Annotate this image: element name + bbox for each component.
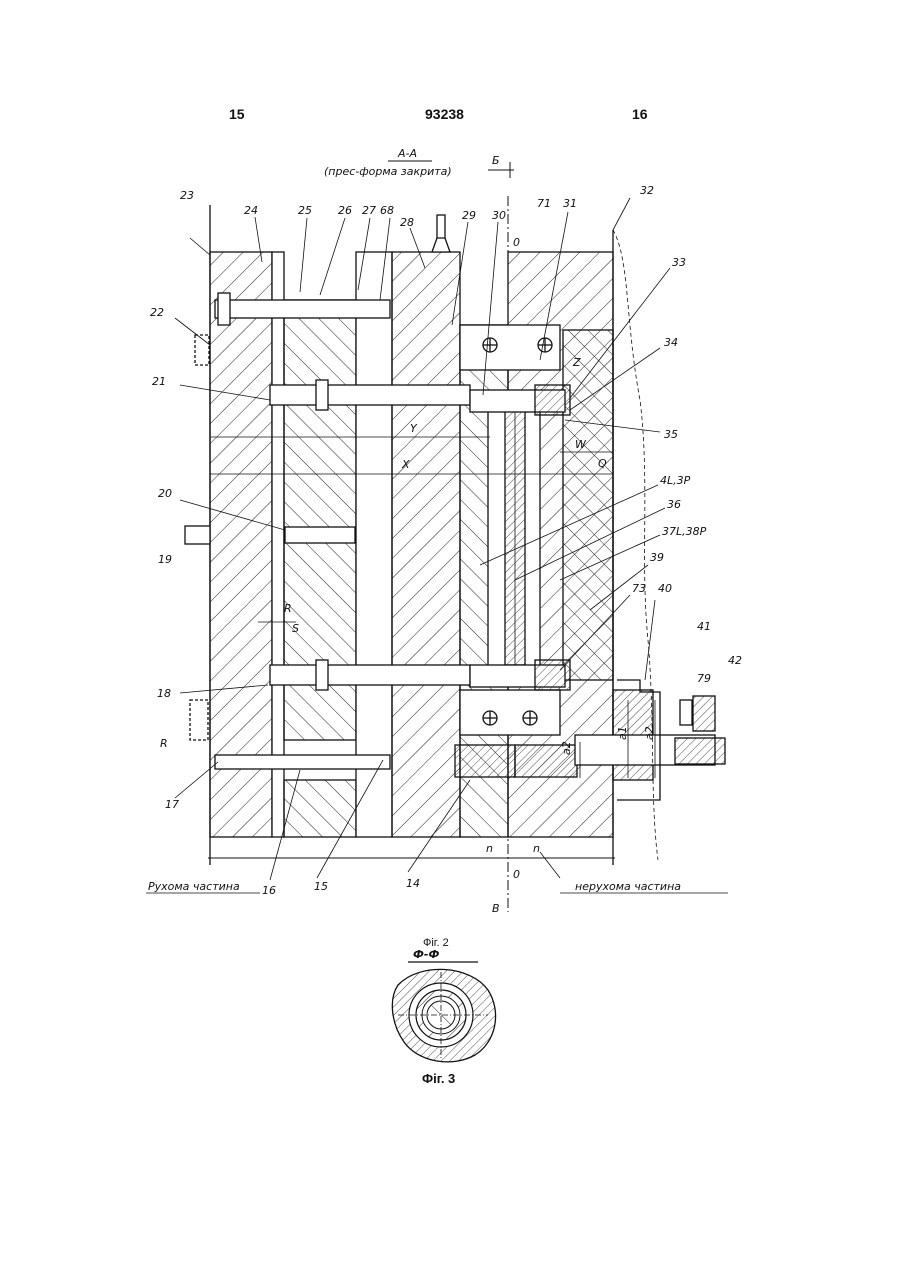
dim-a1: a1	[616, 726, 629, 740]
callout-26: 26	[338, 204, 352, 217]
callout-33: 33	[672, 256, 686, 269]
callout-73: 73	[632, 582, 646, 595]
callout-21: 21	[152, 375, 166, 388]
fig2-bottom-labels: Рухома частина нерухома частина В Фіг. 2	[146, 880, 728, 949]
callout-17: 17	[165, 798, 179, 811]
callout-42: 42	[728, 654, 742, 667]
fig3-section-heading: Ф-Ф	[408, 948, 478, 962]
callout-24: 24	[244, 204, 258, 217]
callout-41: 41	[697, 620, 711, 633]
callout-79: 79	[697, 672, 711, 685]
fig3-cross-section	[392, 969, 495, 1062]
callout-35: 35	[664, 428, 678, 441]
fig2-section-title: А-А	[397, 147, 417, 160]
callout-4L3P: 4L,3P	[660, 474, 691, 487]
dim-zero-top: 0	[513, 236, 520, 249]
callout-30: 30	[492, 209, 506, 222]
fig2-section-heading: А-А (прес-форма закрита) Б	[324, 147, 514, 178]
callout-14: 14	[406, 877, 420, 890]
callout-20: 20	[158, 487, 172, 500]
callout-R: R	[160, 737, 168, 750]
callout-16: 16	[262, 884, 276, 897]
callout-39: 39	[650, 551, 664, 564]
callout-18: 18	[157, 687, 171, 700]
section-marker-bottom: В	[492, 902, 500, 915]
callout-29: 29	[462, 209, 476, 222]
dim-a2: a2	[560, 741, 573, 755]
fig3-caption: Фіг. 3	[422, 1071, 455, 1086]
dim-X: X	[401, 458, 410, 471]
callout-22: 22	[150, 306, 164, 319]
callout-25: 25	[298, 204, 312, 217]
dim-zero-bottom: 0	[513, 868, 520, 881]
callout-34: 34	[664, 336, 678, 349]
label-fixed-part: нерухома частина	[575, 880, 681, 893]
section-marker-top: Б	[492, 154, 500, 167]
dim-R: R	[284, 602, 292, 615]
callout-28: 28	[400, 216, 414, 229]
label-movable-part: Рухома частина	[148, 880, 240, 893]
callout-40: 40	[658, 582, 672, 595]
callout-27: 27	[362, 204, 376, 217]
callout-36: 36	[667, 498, 681, 511]
dim-Q: Q	[598, 457, 607, 470]
dim-Z: Z	[572, 356, 581, 369]
callout-31: 31	[563, 197, 577, 210]
dim-n-right: n	[533, 842, 540, 855]
fig2-section-subtitle: (прес-форма закрита)	[324, 165, 452, 178]
dim-S: S	[292, 622, 299, 635]
callout-68: 68	[380, 204, 394, 217]
fig3-section-title: Ф-Ф	[413, 948, 439, 961]
callout-37L38P: 37L,38P	[662, 525, 707, 538]
dim-n-left: n	[486, 842, 493, 855]
dim-a2-right: a2	[643, 726, 656, 740]
callout-32: 32	[640, 184, 654, 197]
callout-71: 71	[537, 197, 551, 210]
dim-W: W	[575, 438, 587, 451]
callout-15: 15	[314, 880, 328, 893]
callout-23: 23	[180, 189, 194, 202]
callout-19: 19	[158, 553, 172, 566]
